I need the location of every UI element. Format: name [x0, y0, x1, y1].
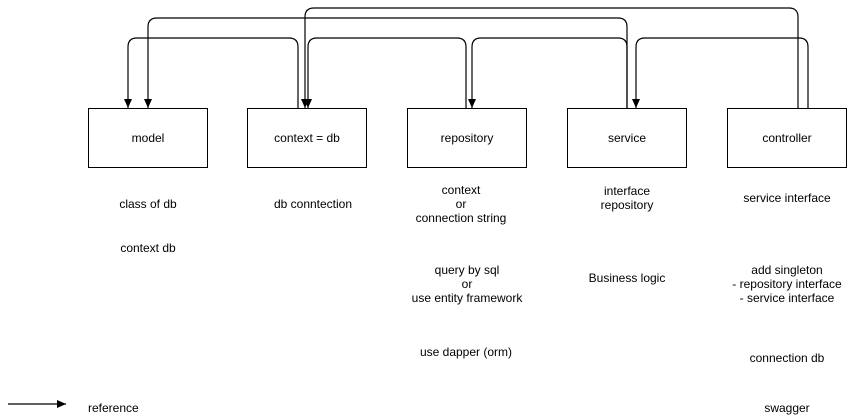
arrow-context-to-model — [124, 37, 299, 108]
repository-note-query: query by sql or use entity framework — [411, 263, 523, 305]
repository-box-label: repository — [440, 131, 494, 145]
context-note-connection: db conntection — [273, 197, 353, 211]
arrow-controller-to-service — [632, 37, 809, 108]
context-box: context = db — [247, 108, 367, 168]
service-box: service — [567, 108, 687, 168]
controller-note-connection: connection db — [749, 351, 825, 365]
repository-box: repository — [407, 108, 527, 168]
service-note-business: Business logic — [588, 271, 666, 285]
service-note-interface: interface repository — [600, 184, 654, 212]
service-box-label: service — [607, 131, 646, 145]
controller-box: controller — [727, 108, 847, 168]
model-box-label: model — [131, 131, 165, 145]
repository-note-dapper: use dapper (orm) — [419, 345, 513, 359]
model-note-context: context db — [120, 241, 176, 255]
controller-note-swagger: swagger — [764, 401, 810, 415]
model-box: model — [88, 108, 208, 168]
repository-note-source: context or connection string — [415, 183, 507, 225]
model-note-class: class of db — [119, 197, 177, 211]
arrow-service-to-model — [144, 17, 628, 108]
controller-note-service-interface: service interface — [743, 191, 831, 205]
legend-label: reference — [88, 401, 139, 415]
arrow-repository-to-context — [304, 37, 467, 108]
arrow-service-to-repository — [468, 37, 628, 108]
controller-box-label: controller — [762, 131, 812, 145]
context-box-label: context = db — [274, 131, 340, 145]
arrow-controller-to-context — [301, 7, 799, 108]
controller-note-singleton: add singleton - repository interface - s… — [732, 263, 842, 305]
